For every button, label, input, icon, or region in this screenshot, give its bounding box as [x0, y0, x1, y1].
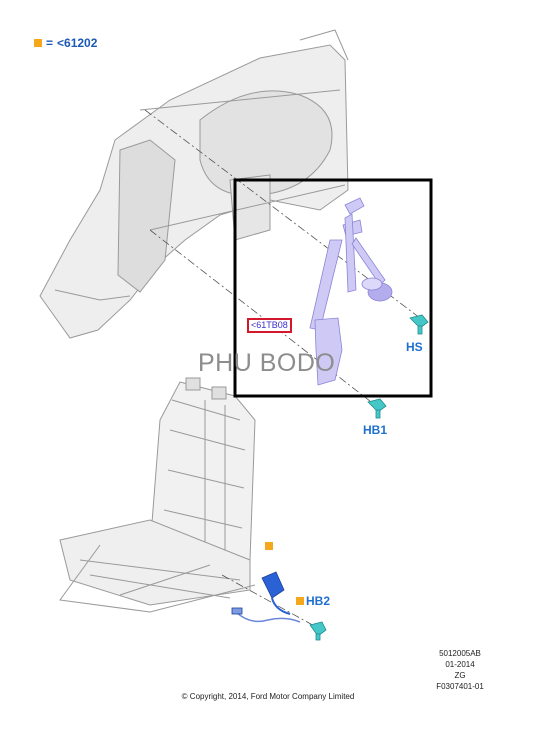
part-tag: <61TB08 [247, 318, 292, 333]
watermark: PHU BODO [198, 349, 336, 377]
marker-square-buckle [265, 542, 273, 550]
legend-square-icon [34, 39, 42, 47]
body-side-panel [39, 29, 349, 339]
callout-hs: HS [406, 340, 423, 354]
leader-lines [144, 109, 421, 629]
legend: = <61202 [34, 36, 97, 50]
legend-equals: = [46, 36, 54, 50]
bolt-hb2 [309, 621, 327, 641]
seat-frame [59, 377, 256, 613]
callout-hb1: HB1 [363, 423, 388, 437]
legend-code: <61202 [57, 36, 98, 50]
drawing-part-number: 5012005AB [439, 649, 481, 658]
seat-belt-assembly [309, 197, 393, 386]
marker-square-hb2 [296, 597, 304, 605]
drawing-figure: F0307401-01 [436, 682, 484, 691]
callout-hb2: HB2 [306, 594, 331, 608]
bolt-hs [409, 314, 429, 335]
drawing-revision: ZG [454, 671, 466, 680]
highlight-box [233, 178, 433, 398]
drawing-date: 01-2014 [445, 660, 475, 669]
drawing-info: 5012005AB 01-2014 ZG F0307401-01 [420, 648, 500, 692]
bolt-hb1 [367, 398, 387, 419]
copyright: © Copyright, 2014, Ford Motor Company Li… [181, 692, 355, 701]
seat-belt-buckle [231, 571, 301, 623]
